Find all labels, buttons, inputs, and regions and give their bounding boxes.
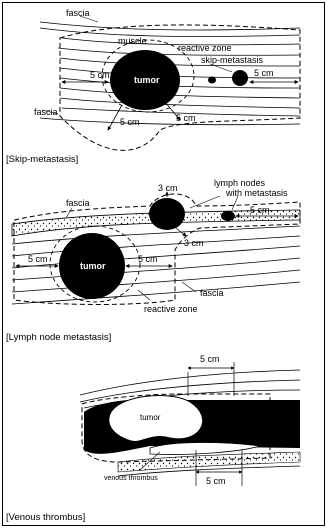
- tumor-label: tumor: [134, 75, 160, 85]
- lymph-label-node-top: 3 cm: [158, 183, 178, 193]
- lymph-muscle-fibers: [12, 226, 300, 304]
- lymph-label-node-right: 5 cm: [250, 205, 270, 215]
- venous-label-margin-top: 5 cm: [200, 354, 220, 364]
- lymph-label-fascia-top: fascia: [66, 198, 90, 208]
- label-margin-left: 5 cm: [90, 70, 110, 80]
- lymph-node-leader-2: [232, 196, 238, 210]
- lymph-label-reactive-zone: reactive zone: [144, 304, 198, 314]
- skip-nodule-small: [208, 77, 216, 84]
- panel-venous-thrombus: tumor 5 cm 5 cm venous thrombus [Venous …: [6, 354, 300, 523]
- venous-speckle-layer: [118, 452, 300, 472]
- lymph-label-margin-left: 5 cm: [28, 254, 48, 264]
- panel-skip-metastasis: tumor fascia muscle reactive zone skip-m…: [6, 8, 300, 165]
- lymph-tumor-label: tumor: [80, 261, 106, 271]
- label-skip-metastasis: skip-metastasis: [201, 55, 264, 65]
- venous-label-thrombus: venous thrombus: [104, 475, 158, 482]
- label-margin-bottom-right: 5 cm: [176, 113, 196, 123]
- caption-skip: [Skip-metastasis]: [6, 154, 78, 165]
- lymph-node-small: [221, 211, 235, 221]
- lymph-label-lymph-nodes: lymph nodes: [214, 178, 266, 188]
- label-muscle: muscle: [118, 36, 147, 46]
- skip-leader: [210, 64, 232, 72]
- panel-lymph-node-metastasis: tumor fascia 3 cm lymph nodes with metas…: [6, 178, 300, 343]
- lymph-fascia-bottom-leader: [182, 282, 196, 292]
- caption-lymph: [Lymph node metastasis]: [6, 332, 111, 343]
- lymph-label-with-metastasis: with metastasis: [225, 188, 288, 198]
- lymph-label-node-bottom: 3 cm: [184, 238, 204, 248]
- label-margin-bottom-left: 5 cm: [120, 117, 140, 127]
- label-margin-right: 5 cm: [254, 68, 274, 78]
- lymph-label-margin-right: 5 cm: [138, 254, 158, 264]
- lymph-label-fascia-bottom: fascia: [200, 288, 224, 298]
- venous-label-margin-bottom: 5 cm: [206, 476, 226, 486]
- lymph-fascia-leader: [66, 208, 72, 218]
- label-fascia-top: fascia: [66, 8, 90, 18]
- lymph-node-large: [149, 198, 185, 230]
- skip-nodule: [232, 70, 248, 86]
- venous-tumor-label: tumor: [140, 413, 161, 422]
- label-reactive-zone: reactive zone: [178, 43, 232, 53]
- venous-thrombus-shape: [150, 443, 260, 455]
- caption-venous: [Venous thrombus]: [6, 512, 85, 523]
- label-fascia-bottom: fascia: [34, 107, 58, 117]
